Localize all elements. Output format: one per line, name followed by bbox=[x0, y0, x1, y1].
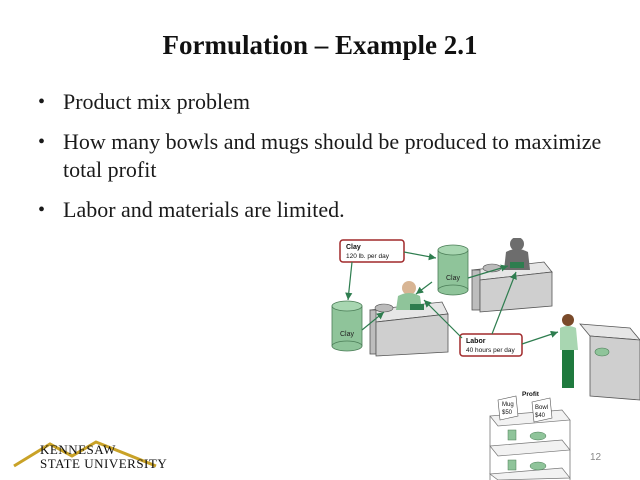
slide-title: Formulation – Example 2.1 bbox=[162, 30, 478, 60]
logo-line-2: STATE UNIVERSITY bbox=[40, 456, 168, 471]
labor-box-value: 40 hours per day bbox=[466, 347, 516, 354]
profit-title: Profit bbox=[522, 391, 540, 398]
bullet-text: Labor and materials are limited. bbox=[63, 197, 345, 222]
clay-box-value: 120 lb. per day bbox=[346, 253, 390, 260]
bullet-text: Product mix problem bbox=[63, 89, 250, 114]
university-logo bbox=[13, 440, 157, 468]
clay-tank-left: Clay bbox=[331, 300, 363, 352]
worker-table-right bbox=[560, 314, 640, 401]
clay-box-title: Clay bbox=[346, 244, 361, 251]
bullet-item: • How many bowls and mugs should be produ… bbox=[38, 128, 608, 184]
clay-tank-label: Clay bbox=[340, 331, 355, 338]
labor-limit-box: Labor 40 hours per day bbox=[459, 333, 523, 357]
bullet-item: • Labor and materials are limited. bbox=[38, 196, 608, 224]
production-illustration: Clay Clay bbox=[312, 238, 640, 480]
bullet-icon: • bbox=[38, 131, 46, 153]
clay-tank-label: Clay bbox=[446, 275, 461, 282]
worker-table-middle bbox=[369, 281, 449, 357]
bullet-icon: • bbox=[38, 91, 46, 113]
bullet-text: How many bowls and mugs should be produc… bbox=[63, 129, 602, 182]
bullet-item: • Product mix problem bbox=[38, 88, 608, 116]
bowl-tag-price: $40 bbox=[535, 413, 546, 419]
labor-box-title: Labor bbox=[466, 338, 486, 345]
bullet-icon: • bbox=[38, 199, 46, 221]
worker-table-top bbox=[471, 238, 553, 313]
profit-shelf: Profit Mug $50 Bowl $40 bbox=[489, 391, 571, 480]
page-number: 12 bbox=[590, 452, 602, 463]
logo-line-1: KENNESAW bbox=[40, 442, 116, 457]
bullet-list: • Product mix problem • How many bowls and… bbox=[38, 88, 608, 236]
mug-tag-price: $50 bbox=[502, 410, 513, 416]
flow-arrows bbox=[345, 251, 559, 345]
clay-limit-box: Clay 120 lb. per day bbox=[339, 239, 405, 263]
mug-tag-name: Mug bbox=[502, 402, 514, 408]
bowl-tag-name: Bowl bbox=[535, 405, 548, 411]
clay-tank-top: Clay bbox=[437, 244, 469, 296]
